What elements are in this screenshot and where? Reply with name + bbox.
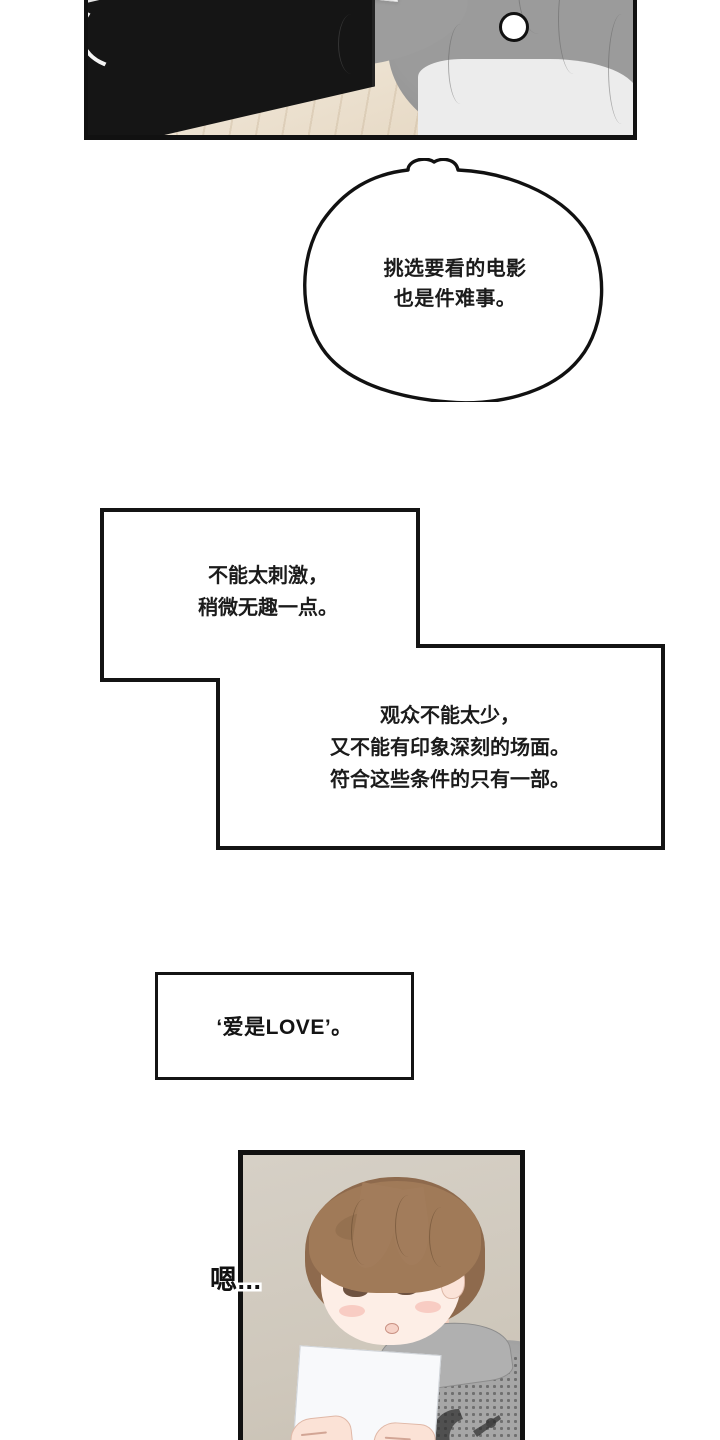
panel-boy-closeup bbox=[238, 1150, 525, 1440]
hair-stroke bbox=[429, 1207, 454, 1267]
hand-crease bbox=[300, 1431, 327, 1437]
thought-bubble-text: 挑选要看的电影 也是件难事。 bbox=[383, 258, 527, 310]
hoodie-logo-icon bbox=[431, 1409, 501, 1440]
movie-title-box: ‘爱是LOVE’。 bbox=[155, 972, 414, 1080]
narration-lower-text: 观众不能太少， 又不能有印象深刻的场面。 符合这些条件的只有一部。 bbox=[330, 705, 570, 791]
panel-desk-laptop-scene bbox=[84, 0, 637, 140]
thought-bubble-outline bbox=[303, 158, 604, 402]
hair-stroke bbox=[351, 1199, 378, 1265]
l-shaped-narration-box: 不能太刺激， 稍微无趣一点。 观众不能太少， 又不能有印象深刻的场面。 符合这些… bbox=[100, 508, 665, 850]
thought-tail-dot bbox=[499, 12, 529, 42]
boy-blush-left bbox=[339, 1305, 365, 1317]
narration-upper-text: 不能太刺激， 稍微无趣一点。 bbox=[198, 565, 338, 619]
cloth-fold bbox=[608, 14, 633, 124]
cloth-fold bbox=[448, 24, 473, 104]
movie-title-text: ‘爱是LOVE’。 bbox=[216, 1016, 353, 1039]
boy-mouth bbox=[385, 1323, 399, 1334]
l-shape-outline bbox=[100, 508, 665, 850]
hair-stroke bbox=[395, 1195, 422, 1257]
hand-crease bbox=[384, 1436, 411, 1440]
cloth-fold bbox=[338, 14, 365, 74]
sound-effect-hmm: 嗯... bbox=[208, 1263, 264, 1298]
thought-bubble: 挑选要看的电影 也是件难事。 bbox=[300, 158, 610, 402]
boy-blush-right bbox=[415, 1301, 441, 1313]
cloth-fold bbox=[558, 0, 589, 74]
